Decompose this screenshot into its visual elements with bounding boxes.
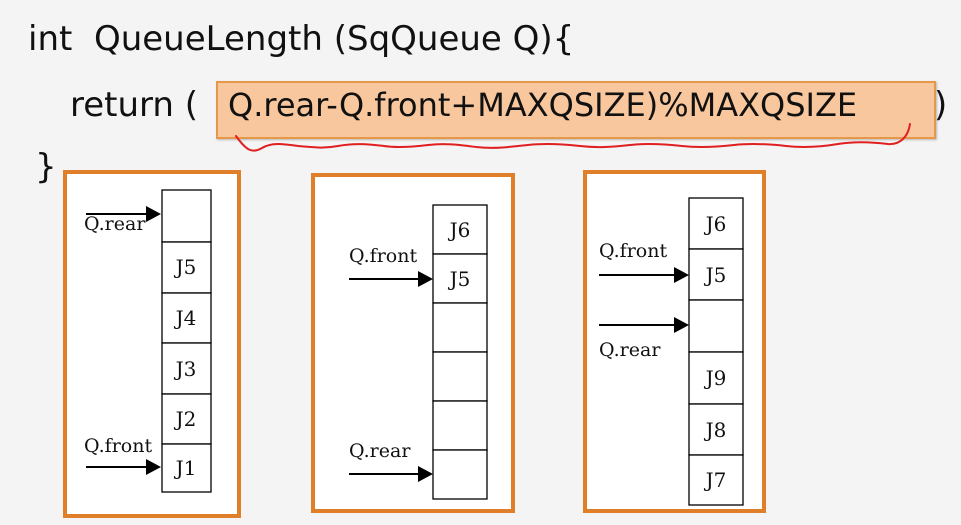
queue-stack-3: J6 J5 J9 J8 J7 Q.front Q.rear — [599, 197, 744, 506]
queue-cell-label: J6 — [448, 218, 471, 242]
queue-cell-label: J5 — [448, 267, 471, 291]
queue-stack-2: J6 J5 Q.front Q.rear — [349, 204, 488, 500]
queue-cell — [161, 241, 212, 294]
arrow-head-icon — [674, 317, 689, 333]
queue-cell — [688, 351, 744, 405]
queue-cell-label: J3 — [174, 357, 197, 381]
queue-cell — [688, 403, 744, 456]
pointer-label: Q.rear — [599, 339, 661, 361]
arrow-head-icon — [146, 206, 161, 222]
pointer-label: Q.front — [599, 240, 667, 262]
queue-cell — [432, 400, 488, 451]
pointer-label: Q.rear — [84, 213, 146, 235]
queue-cell-label: J5 — [174, 255, 197, 279]
queue-cell — [688, 299, 744, 353]
queue-cell-label: J9 — [704, 366, 727, 390]
queue-cell-label: J1 — [174, 456, 197, 480]
queue-cell — [161, 342, 212, 395]
queue-cell — [161, 443, 212, 493]
closing-paren: ) — [934, 85, 948, 125]
return-expression: Q.rear-Q.front+MAXQSIZE)%MAXQSIZE — [228, 86, 858, 124]
arrow-head-icon — [418, 466, 433, 482]
queue-cell — [161, 393, 212, 445]
queue-cell — [432, 302, 488, 353]
queue-cell — [432, 351, 488, 402]
queue-cell-label: J6 — [704, 212, 727, 236]
queue-cell — [432, 449, 488, 500]
queue-cell-label: J2 — [174, 407, 197, 431]
return-keyword: return ( — [70, 85, 199, 125]
queue-cell — [432, 253, 488, 304]
pointer-label: Q.front — [349, 245, 417, 267]
queue-cell — [161, 292, 212, 344]
queue-cell-label: J7 — [704, 468, 727, 492]
queue-cell — [688, 197, 744, 250]
pointer-label: Q.rear — [349, 440, 411, 462]
queue-cell — [161, 189, 212, 243]
queue-cell-label: J8 — [704, 418, 727, 442]
queue-stack-1: J5 J4 J3 J2 J1 Q.rear Q.front — [84, 189, 212, 493]
queue-cell-label: J4 — [174, 306, 197, 330]
queue-cell — [688, 454, 744, 506]
closing-brace: } — [35, 147, 57, 187]
pointer-label: Q.front — [84, 435, 152, 457]
arrow-head-icon — [146, 459, 161, 475]
queue-cell-label: J5 — [704, 263, 727, 287]
arrow-head-icon — [418, 271, 433, 287]
function-signature: int QueueLength (SqQueue Q){ — [28, 19, 575, 59]
arrow-head-icon — [674, 267, 689, 283]
highlighted-expression-box — [216, 81, 936, 139]
queue-cell — [432, 204, 488, 255]
